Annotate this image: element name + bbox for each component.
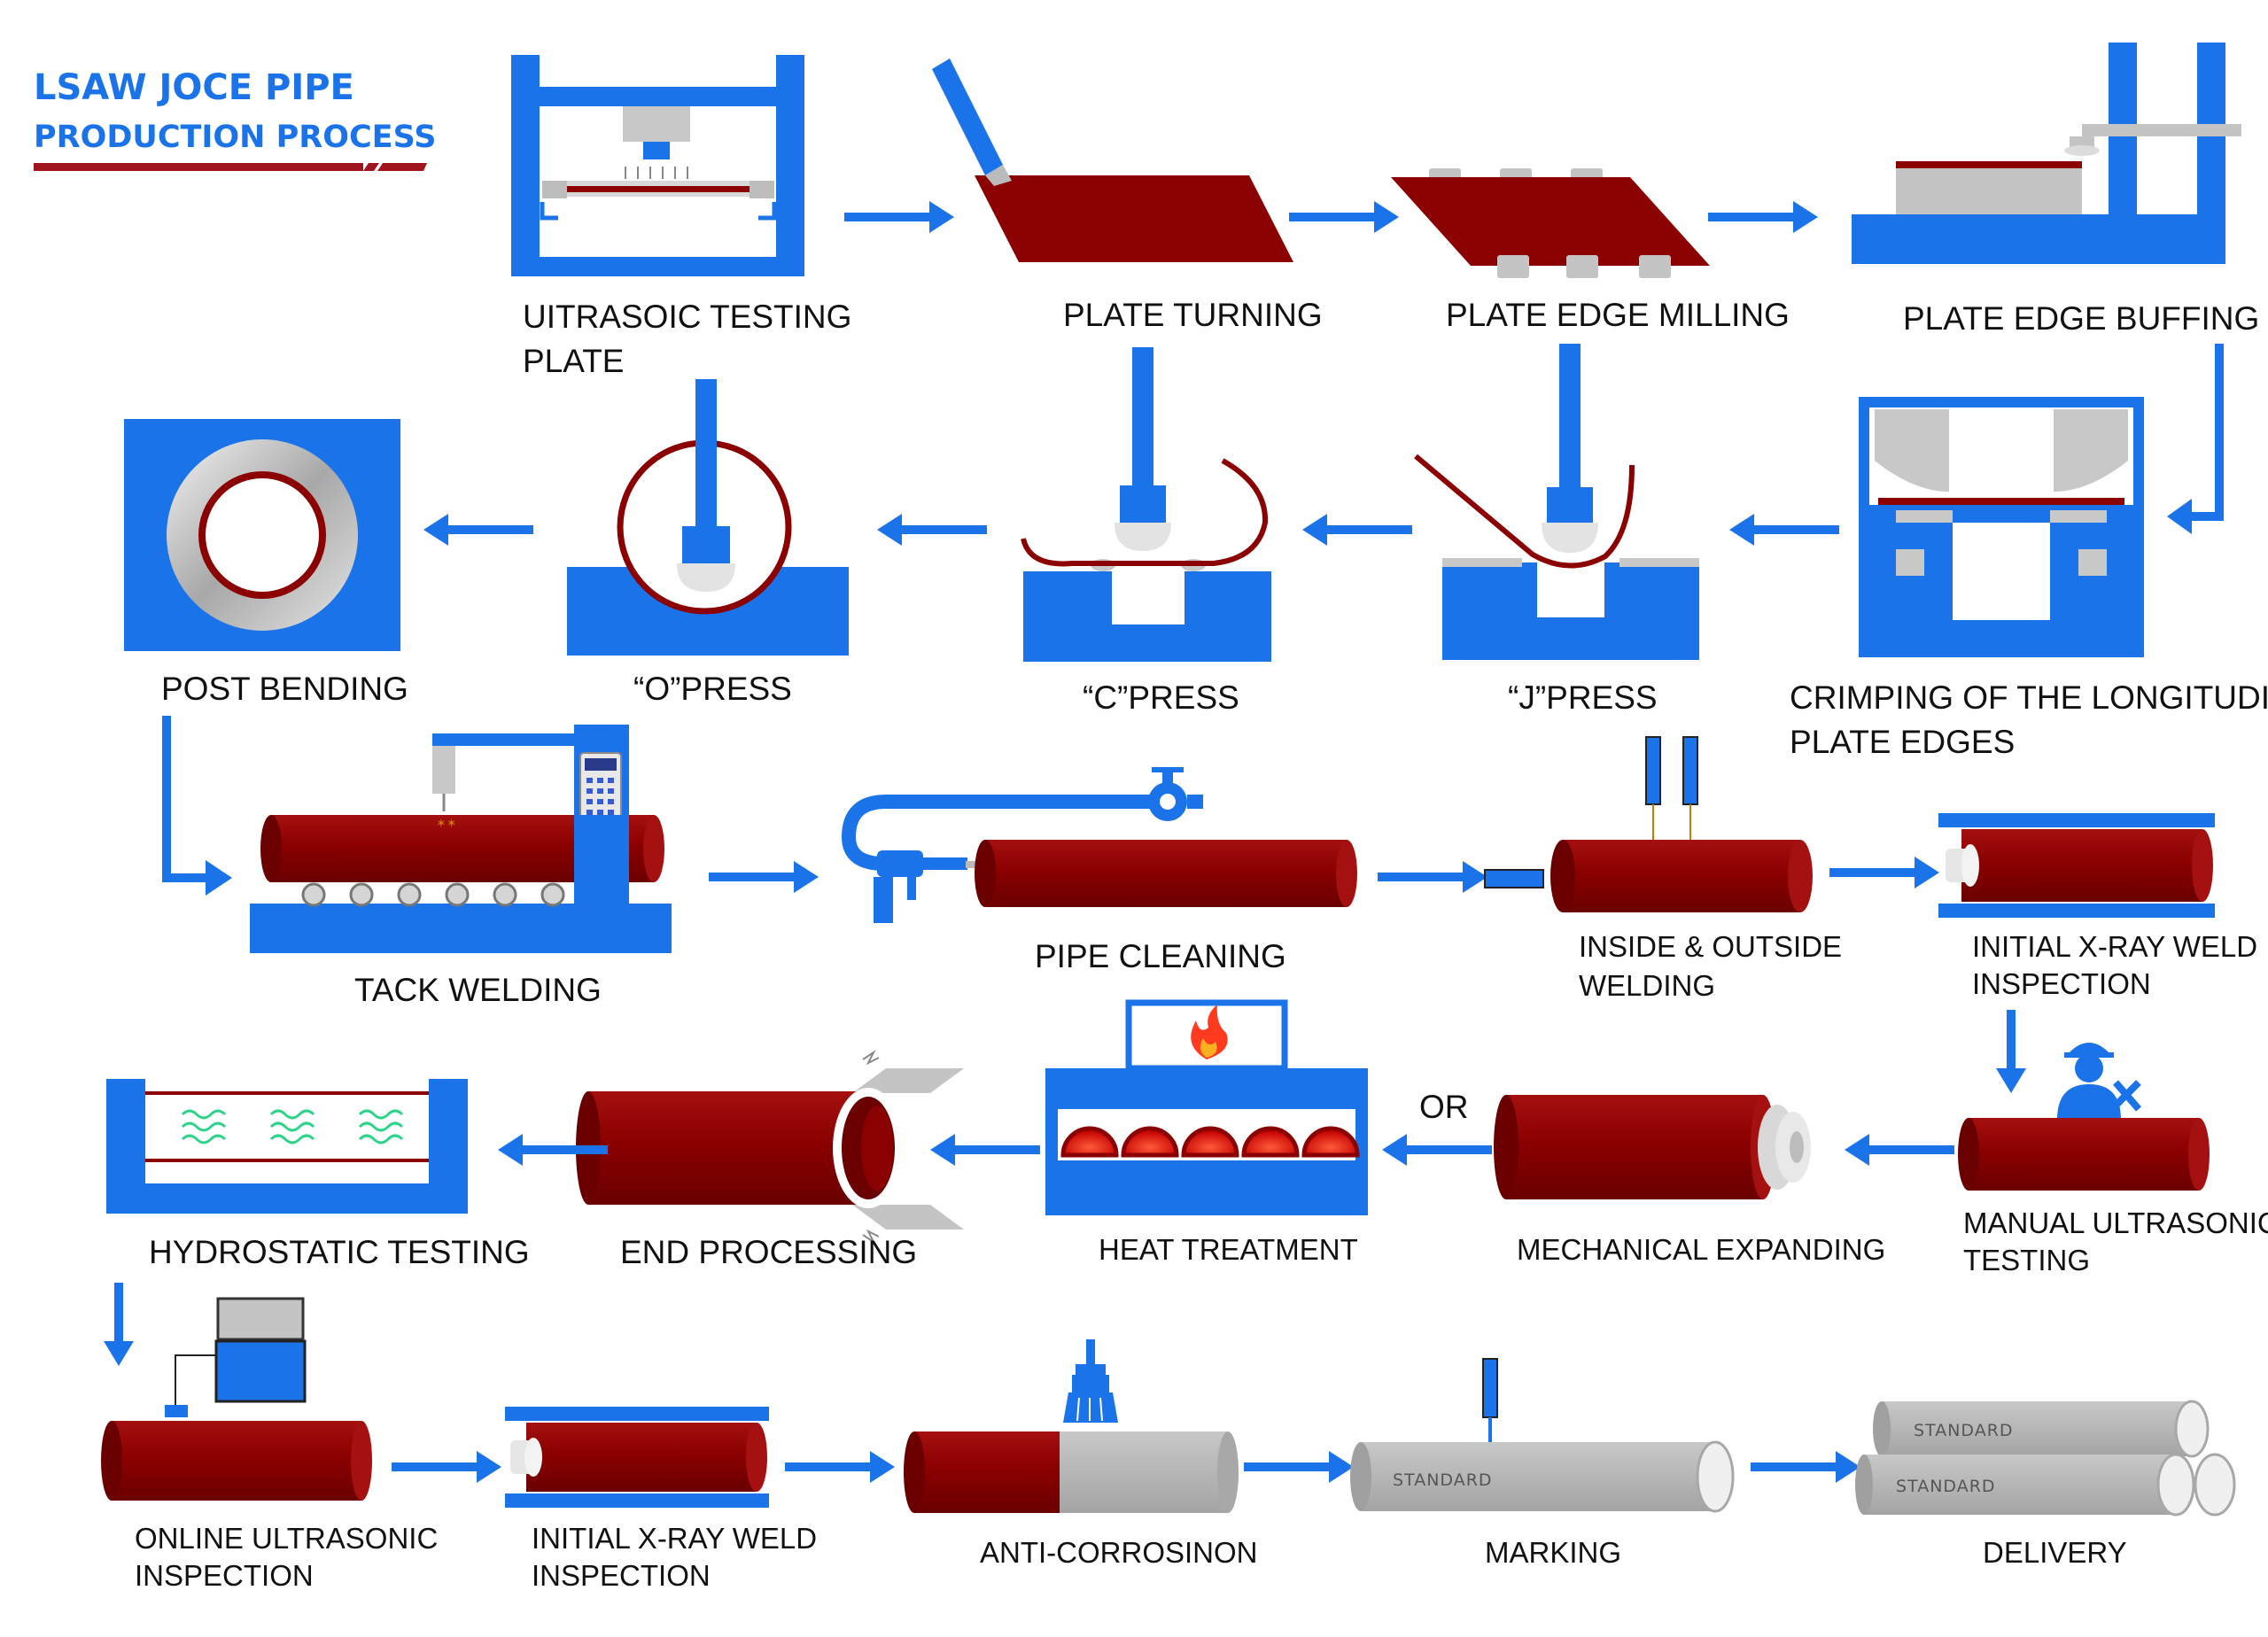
wrench-icon (2109, 1080, 2142, 1112)
crimping-machine (1859, 397, 2144, 657)
flow-arrow-icon (1829, 857, 1939, 888)
label-plate-edge-milling: PLATE EDGE MILLING (1446, 297, 1790, 333)
computer-monitor-icon (214, 1297, 307, 1403)
label-plate-turning: PLATE TURNING (1063, 297, 1323, 333)
marking-standard-stamp: STANDARD (1393, 1470, 1493, 1490)
heat-treatment-furnace (1045, 999, 1368, 1215)
label-delivery: DELIVERY (1983, 1536, 2127, 1569)
flow-arrow-icon (2167, 344, 2224, 534)
pipe-cleaning-machine (841, 767, 1357, 923)
label-anti-corrosion: ANTI-CORROSINON (980, 1536, 1258, 1569)
label-crimping-1: CRIMPING OF THE LONGITUDINAL (1790, 679, 2268, 716)
xray-inspection-machine-1 (1938, 813, 2215, 918)
label-post-bending: POST BENDING (161, 671, 408, 707)
flow-arrow-icon (423, 514, 533, 546)
label-j-press: “J”PRESS (1508, 679, 1658, 716)
tack-welding-machine: ✶✶ (250, 725, 672, 953)
control-panel-icon (579, 752, 622, 832)
label-hydrostatic-testing: HYDROSTATIC TESTING (149, 1234, 530, 1270)
label-heat-treatment: HEAT TREATMENT (1099, 1233, 1358, 1266)
title-line-1: LSAW JOCE PIPE (34, 67, 354, 108)
end-processing-machine (576, 1050, 964, 1245)
label-manual-ultrasonic-2: TESTING (1963, 1244, 2090, 1276)
inside-outside-welding-machine (1484, 736, 1813, 912)
label-inside-outside-welding-1: INSIDE & OUTSIDE (1579, 930, 1842, 963)
label-mechanical-expanding: MECHANICAL EXPANDING (1517, 1233, 1885, 1266)
label-online-ultrasonic-1: ONLINE ULTRASONIC (135, 1522, 438, 1555)
flow-arrow-icon (785, 1451, 895, 1483)
post-bending-machine (124, 419, 400, 651)
plate-edge-buffing-machine (1852, 43, 2241, 264)
flow-arrow-icon (1378, 861, 1487, 893)
flow-arrow-icon (930, 1134, 1040, 1166)
valve-icon (1148, 767, 1203, 821)
title-line-2: PRODUCTION PROCESS (34, 120, 436, 155)
or-label: OR (1419, 1089, 1469, 1125)
manual-ultrasonic-station (1958, 1043, 2210, 1191)
flow-arrow-icon (1751, 1451, 1860, 1483)
label-xray-1-line-2: INSPECTION (1972, 967, 2151, 1000)
flow-arrow-icon (877, 514, 987, 546)
flow-arrow-icon (1289, 201, 1399, 233)
flow-arrow-icon (1996, 1010, 2026, 1093)
delivery-pipe-stack: STANDARD STANDARD (1855, 1400, 2236, 1517)
o-press-machine (567, 379, 849, 656)
label-crimping-2: PLATE EDGES (1790, 724, 2015, 760)
label-xray-1-line-1: INITIAL X-RAY WELD (1972, 930, 2257, 963)
worker-icon (2057, 1043, 2121, 1120)
label-pipe-cleaning: PIPE CLEANING (1035, 938, 1286, 974)
delivery-standard-stamp-bottom: STANDARD (1896, 1477, 1996, 1496)
xray-inspection-machine-2 (505, 1407, 769, 1508)
paint-brush-icon (1063, 1339, 1118, 1423)
flame-icon (1191, 1005, 1228, 1059)
anti-corrosion-station (904, 1339, 1239, 1513)
c-press-machine (1021, 347, 1271, 662)
flow-arrow-icon (844, 201, 954, 233)
label-ultrasonic-plate-2: PLATE (523, 343, 624, 379)
svg-text:✶✶: ✶✶ (436, 817, 456, 831)
flow-arrow-icon (1845, 1134, 1954, 1166)
label-manual-ultrasonic-1: MANUAL ULTRASONIC (1963, 1206, 2268, 1239)
hydrostatic-testing-machine (106, 1079, 468, 1214)
flow-arrow-icon (1244, 1451, 1354, 1483)
marking-station: STANDARD (1350, 1358, 1735, 1513)
flow-arrow-icon (1382, 1134, 1492, 1166)
flow-arrow-icon (104, 1283, 134, 1366)
flow-arrow-icon (392, 1451, 501, 1483)
flow-arrow-icon (709, 861, 819, 893)
plate-edge-milling-machine (1391, 168, 1710, 278)
label-online-ultrasonic-2: INSPECTION (135, 1559, 314, 1592)
label-inside-outside-welding-2: WELDING (1579, 969, 1715, 1002)
label-tack-welding: TACK WELDING (354, 972, 602, 1008)
title-underline (34, 163, 427, 171)
flow-arrow-icon (1729, 514, 1839, 546)
label-marking: MARKING (1485, 1536, 1621, 1569)
label-xray-2-line-2: INSPECTION (532, 1559, 711, 1592)
water-wave-icon (181, 1109, 404, 1144)
plate-turning-machine (932, 58, 1293, 262)
label-c-press: “C”PRESS (1083, 679, 1239, 716)
label-plate-edge-buffing: PLATE EDGE BUFFING (1903, 300, 2259, 337)
title-block: LSAW JOCE PIPE PRODUCTION PROCESS (34, 67, 436, 171)
flow-arrow-icon (1708, 201, 1818, 233)
flow-arrow-icon (1302, 514, 1412, 546)
label-end-processing: END PROCESSING (620, 1234, 917, 1270)
mechanical-expanding-machine (1494, 1095, 1811, 1199)
flow-arrow-icon (162, 716, 232, 896)
online-ultrasonic-machine (101, 1297, 372, 1501)
label-xray-2-line-1: INITIAL X-RAY WELD (532, 1522, 817, 1555)
j-press-machine (1414, 344, 1699, 660)
label-o-press: “O”PRESS (633, 671, 792, 707)
ultrasonic-plate-machine (511, 55, 804, 276)
label-ultrasonic-plate-1: UITRASOIC TESTING (523, 299, 851, 335)
furnace-pipes (1060, 1126, 1360, 1158)
delivery-standard-stamp-top: STANDARD (1914, 1421, 2014, 1440)
